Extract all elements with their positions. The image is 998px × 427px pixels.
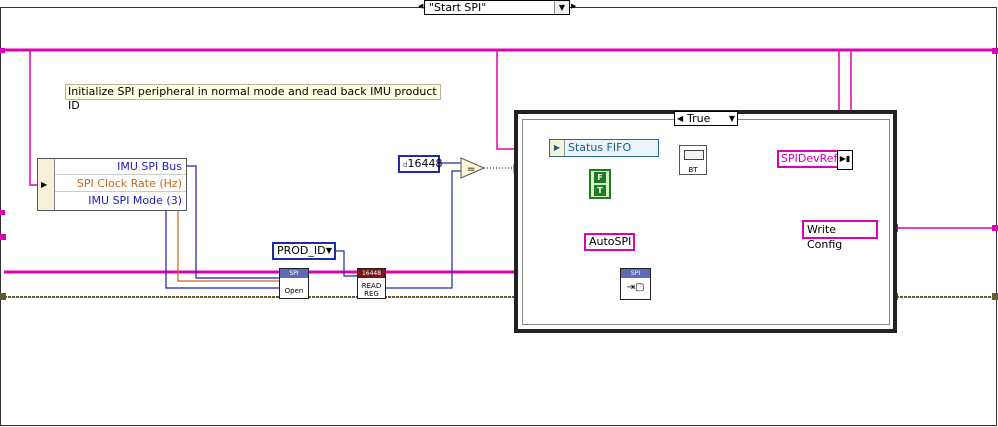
bool-true-label: T [594,185,606,196]
boolean-constant[interactable]: F T [589,169,611,199]
spidevref-bundle[interactable]: SPIDevRef ▶▮ [777,150,853,170]
chevron-down-icon[interactable]: ▼ [728,114,735,123]
product-id-value: 16448 [407,157,443,170]
read-reg-vi[interactable]: 16448 READ REG [357,268,386,299]
radix-indicator: d [403,161,408,169]
spi-open-header: SPI [280,269,308,278]
inner-case-selector[interactable]: ◀ True ▼ [674,111,738,126]
arrow-right-icon: ▶ [41,180,48,189]
bool-false-label: F [594,172,606,183]
write-config-constant[interactable]: Write Config [802,220,878,251]
spi-write-vi[interactable]: SPI ⇥▢ [620,268,651,300]
chevron-down-icon[interactable]: ▼ [325,246,332,255]
compare-symbol: = [467,164,475,175]
read-reg-label: READ REG [361,282,382,298]
prod-id-label: PROD_ID [277,244,326,257]
queue-icon [684,150,704,160]
bt-enqueue-node[interactable]: BT [679,145,707,175]
bundle-item-spi-mode: IMU SPI Mode (3) [88,194,182,207]
bundle-arrow-icon: ▶▮ [837,150,853,170]
case-selector[interactable]: "Start SPI" ▼ [424,0,570,15]
prod-id-enum[interactable]: PROD_ID ▼ [272,242,336,260]
bundle-item-spi-bus: IMU SPI Bus [55,159,186,175]
product-id-constant[interactable]: d16448 [398,155,443,173]
spi-open-label: Open [284,287,304,295]
chevron-down-icon[interactable]: ▼ [554,1,569,14]
arrow-right-icon: ▶ [550,140,565,156]
case-selector-value: "Start SPI" [429,1,487,14]
autospi-constant[interactable]: AutoSPI [584,233,635,251]
decrement-arrow-icon[interactable]: ◀ [677,114,684,123]
write-file-icon: ⇥▢ [626,282,645,293]
spi-write-header: SPI [621,269,650,278]
bundle-item-clock-rate: SPI Clock Rate (Hz) [55,176,186,192]
inner-case-value: True [687,112,711,125]
read-reg-header: 16448 [358,269,385,278]
spidevref-label: SPIDevRef [777,150,841,168]
bundle-by-name[interactable]: IMU SPI Bus SPI Clock Rate (Hz) IMU SPI … [37,158,187,211]
bt-label: BT [688,166,698,174]
spi-open-vi[interactable]: SPI Open [279,268,309,299]
status-fifo-label: Status FIFO [568,141,632,154]
decrement-arrow-icon[interactable]: ◀ [418,2,424,10]
bundle-handle [38,159,55,210]
diagram-comment: Initialize SPI peripheral in normal mode… [65,84,441,112]
increment-arrow-icon[interactable]: ▶ [571,2,577,10]
status-fifo-unbundle[interactable]: ▶ Status FIFO [549,139,659,157]
